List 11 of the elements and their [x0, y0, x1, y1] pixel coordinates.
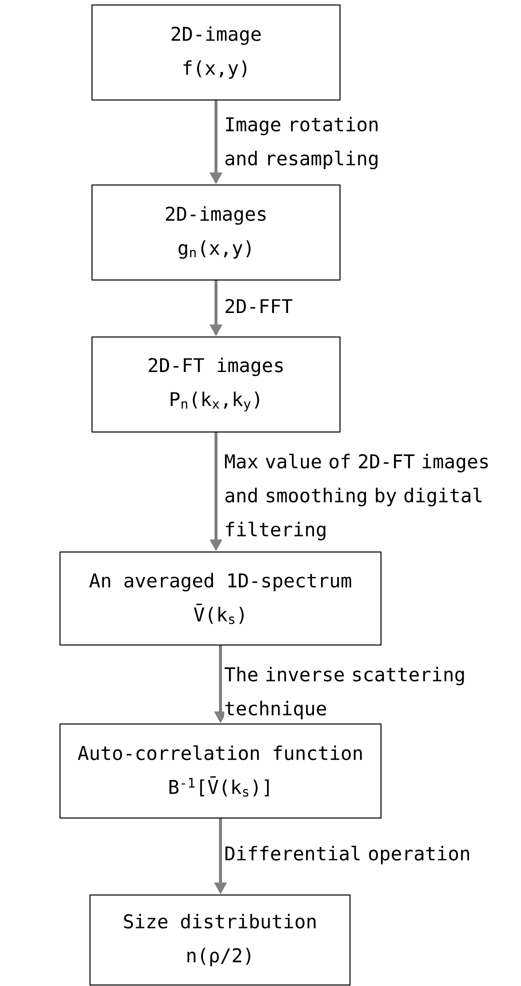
edge-label: The inverse scattering technique	[224, 666, 464, 720]
process-box: An averaged 1D-spectrum V̄(k$_{s}$)	[60, 552, 382, 646]
edge-label: Differential operation	[225, 846, 470, 864]
edge-label: Max value of 2D-FT images and smoothing by digital filtering	[225, 454, 488, 540]
edge-label: Image rotation and resampling	[225, 116, 378, 170]
process-box: 2D-images g$_{n}$(x,y)	[92, 184, 340, 280]
process-box: Auto-correlation function B$^{-1}$[V̄(k$_{s}$)]	[60, 724, 382, 818]
process-box: 2D-FT images P$_{n}$(k$_{x}$,k$_{y}$)	[92, 336, 340, 432]
process-box: Size distribution n(ρ/2)	[90, 894, 350, 986]
edge-label: 2D-FFT	[226, 298, 292, 314]
process-box: 2D-image f(x,y)	[92, 4, 340, 101]
